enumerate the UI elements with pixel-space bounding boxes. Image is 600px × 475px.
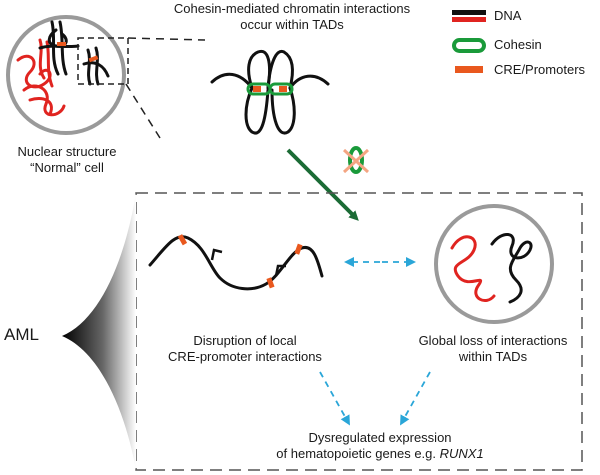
dysregulation-caption: Dysregulated expression of hematopoietic… (270, 430, 490, 462)
nucleus-caption-line1: Nuclear structure (17, 144, 117, 159)
legend-dna-label: DNA (494, 8, 522, 23)
promoter-arrow-icon (274, 264, 286, 277)
global-loss-caption-line1: Global loss of interactions (418, 333, 568, 348)
dysregulation-caption-line1: Dysregulated expression (308, 430, 452, 445)
tad-title: Cohesin-mediated chromatin interactions … (172, 1, 412, 33)
black-chromatin (490, 233, 533, 304)
tad-title-line1: Cohesin-mediated chromatin interactions (173, 1, 411, 16)
red-chromatin (450, 235, 496, 302)
zoom-line-bottom (125, 83, 161, 139)
disruption-caption: Disruption of local CRE-promoter interac… (150, 333, 340, 365)
cre-marks (57, 42, 99, 63)
tad-loop-icon (210, 49, 330, 135)
aml-label: AML (4, 325, 39, 344)
normal-nucleus-icon (6, 15, 129, 135)
dysregulation-caption-prefix: of hematopoietic genes e.g. (276, 446, 437, 461)
tad-cohesin-rings (246, 82, 294, 96)
zoom-line-top (127, 37, 206, 41)
nucleus-caption-line2: “Normal” cell (30, 160, 104, 175)
legend-dna-swatch (452, 10, 486, 22)
global-loss-caption: Global loss of interactions within TADs (398, 333, 588, 365)
blue-arrow-down-right (400, 371, 431, 426)
dysregulation-caption-line2: of hematopoietic genes e.g. RUNX1 (270, 446, 490, 462)
cohesin-crossed-icon (342, 146, 370, 174)
nucleus-ring (6, 15, 126, 135)
disruption-caption-line2: CRE-promoter interactions (168, 349, 322, 364)
legend (452, 10, 486, 73)
tad-title-line2: occur within TADs (240, 17, 344, 32)
disruption-caption-line1: Disruption of local (193, 333, 297, 348)
aml-nucleus-icon (434, 204, 554, 324)
blue-arrow-down-left (319, 371, 350, 426)
gene-name: RUNX1 (439, 446, 484, 461)
green-arrow (286, 148, 359, 221)
legend-cre-swatch (455, 66, 483, 73)
legend-cre-label: CRE/Promoters (494, 62, 586, 77)
nucleus-caption: Nuclear structure “Normal” cell (0, 144, 134, 176)
legend-cohesin-swatch (452, 38, 486, 53)
aml-cone-icon (62, 193, 136, 470)
aml-panel-box (135, 192, 583, 471)
dna-strand-icon (148, 234, 324, 291)
red-chromatin (16, 38, 66, 117)
promoter-arrow-icon (210, 248, 223, 261)
zoom-box (77, 37, 129, 85)
black-chromatin (38, 20, 110, 86)
global-loss-caption-line2: within TADs (458, 349, 528, 364)
nucleus-ring (434, 204, 554, 324)
legend-cohesin-label: Cohesin (494, 37, 542, 52)
